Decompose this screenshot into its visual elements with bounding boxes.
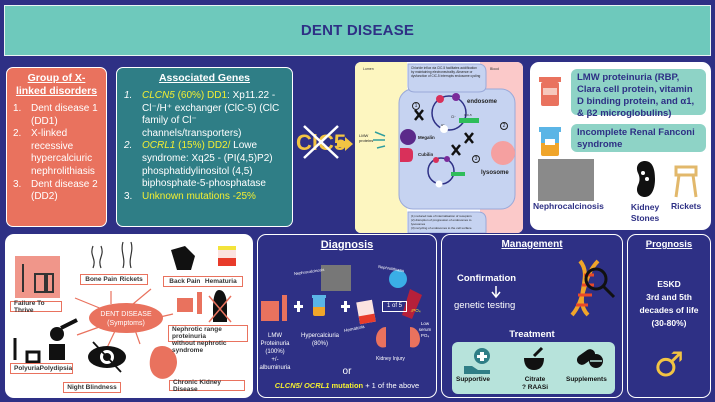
failure-to-thrive-label: Failure To Thrive	[10, 300, 62, 314]
step-2-marker: 2	[500, 122, 508, 130]
lmw-proteins-label: LMW proteins	[359, 133, 374, 143]
step-3-marker: 3	[472, 155, 480, 163]
proton-label: H⁺	[441, 123, 445, 127]
fanconi-box: Incomplete Renal Fanconi syndrome	[571, 124, 706, 152]
mortar-pestle-icon	[524, 346, 544, 370]
chloride-label: Cl⁻	[451, 115, 457, 119]
group-list: 1.Dent disease 1 (DD1) 2.X-linked recess…	[13, 103, 100, 204]
list-item: 3.Unknown mutations -25%	[124, 190, 256, 202]
group-panel: Group of X-linked disorders 1.Dent disea…	[6, 67, 107, 227]
symptom-arrows	[13, 241, 236, 379]
clc5-small-label: ClC-5	[464, 113, 472, 117]
list-item: 1.Dent disease 1 (DD1)	[13, 103, 98, 127]
supportive-care-icon	[464, 348, 490, 374]
citrate-label: Citrate ? RAASi	[522, 376, 548, 391]
diagnosis-panel: Diagnosis 1 of 5 Nephrocalcinosis Nephro…	[257, 234, 437, 398]
mechanism-diagram: Lumen Blood Chloride influx via ClC-5 fa…	[355, 62, 523, 233]
treatment-box: Supportive Citrate ? RAASi Supplements	[452, 342, 615, 394]
page-title: DENT DISEASE	[300, 22, 415, 39]
confirmation-label: Confirmation	[457, 273, 517, 284]
symptoms-center-label: DENT DISEASE (Symptoms)	[100, 311, 152, 327]
megalin-label: Megalin	[418, 135, 435, 140]
kidney-stones-label: Kidney Stones	[630, 202, 660, 223]
supportive-label: Supportive	[456, 376, 490, 383]
lumen-label: Lumen	[363, 67, 374, 71]
hypercalciuria-label: Hypercalciuria(80%)	[300, 333, 339, 347]
step-1-marker: 1	[412, 102, 420, 110]
bottom-note: (1) reduced rate of internalisation of r…	[411, 214, 473, 230]
top-note: Chloride influx via ClC-5 facilitates ac…	[411, 66, 481, 79]
supplements-label: Supplements	[566, 376, 607, 383]
specimen-cup-icon	[539, 127, 561, 156]
or-label: or	[342, 366, 352, 377]
mutation-criterion: CLCN5/ OCRL1 mutation + 1 of the above	[274, 381, 420, 390]
po4-tube-label: ↓PO₄	[410, 308, 421, 313]
urine-container-icon	[539, 77, 561, 106]
genes-panel: Associated Genes 1.CLCN5 (60%) DD1: Xp11…	[116, 67, 293, 227]
gene-name: OCRL1	[142, 140, 176, 152]
male-symbol-icon: ♂	[653, 345, 685, 385]
genes-title: Associated Genes	[158, 72, 251, 84]
title-banner: DENT DISEASE	[4, 5, 711, 56]
list-item: 2.X-linked recessive hypercalciuric neph…	[13, 128, 95, 177]
nephrocalcinosis-xray	[538, 159, 594, 201]
prognosis-panel: Prognosis ESKD 3rd and 5th decades of li…	[627, 234, 711, 398]
diagnosis-title: Diagnosis	[320, 239, 374, 251]
rickets-skeleton-icon	[674, 165, 698, 198]
nephrocalcinosis-label: Nephrocalcinosis	[533, 201, 604, 211]
endosome-label: endosome	[467, 99, 498, 105]
prognosis-text: ESKD 3rd and 5th decades of life (30-80%…	[639, 279, 699, 328]
genetic-testing-label: genetic testing	[454, 300, 516, 311]
management-panel: Management Confirmation genetic testing …	[441, 234, 623, 398]
kidney-stones-icon	[636, 161, 655, 197]
dna-magnifier-icon	[570, 259, 616, 317]
prognosis-title: Prognosis	[645, 239, 693, 250]
night-blindness-label: Night Blindness	[63, 382, 121, 393]
list-item: 1.CLCN5 (60%) DD1: Xp11.22 - Cl⁻/H⁺ exch…	[124, 90, 280, 139]
features-panel: LMW proteinuria (RBP, Clara cell protein…	[530, 62, 711, 230]
gene-name: CLCN5	[142, 90, 175, 101]
ckd-label: Chronic Kidney Disease	[169, 379, 245, 393]
kidney-injury-label: Kidney Injury	[376, 356, 405, 362]
rickets-label: Rickets	[671, 201, 702, 211]
lysosome-label: lysosome	[481, 170, 509, 176]
list-item: 3.Dent disease 2 (DD2)	[13, 178, 98, 203]
arrow-down-icon	[491, 286, 501, 298]
cubilin-label: Cubilin	[418, 152, 434, 157]
list-item: 2.OCRL1 (15%) DD2/ Lowe syndrome: Xq25 -…	[124, 140, 273, 190]
cross-icon	[303, 125, 339, 159]
pills-icon	[576, 349, 603, 368]
treatment-title: Treatment	[509, 329, 555, 340]
lmw-proteinuria-box: LMW proteinuria (RBP, Clara cell protein…	[571, 69, 706, 119]
group-title: Group of X-linked disorders	[15, 72, 98, 97]
management-title: Management	[501, 239, 563, 250]
arrow-right-icon	[337, 137, 353, 151]
symptoms-panel: DENT DISEASE (Symptoms) Failure To Thriv…	[5, 234, 253, 398]
blood-label: Blood	[490, 67, 499, 71]
one-of-five-badge: 1 of 5	[382, 301, 408, 312]
cell-illustration	[355, 62, 523, 233]
genes-list: 1.CLCN5 (60%) DD1: Xp11.22 - Cl⁻/H⁺ exch…	[124, 90, 285, 203]
